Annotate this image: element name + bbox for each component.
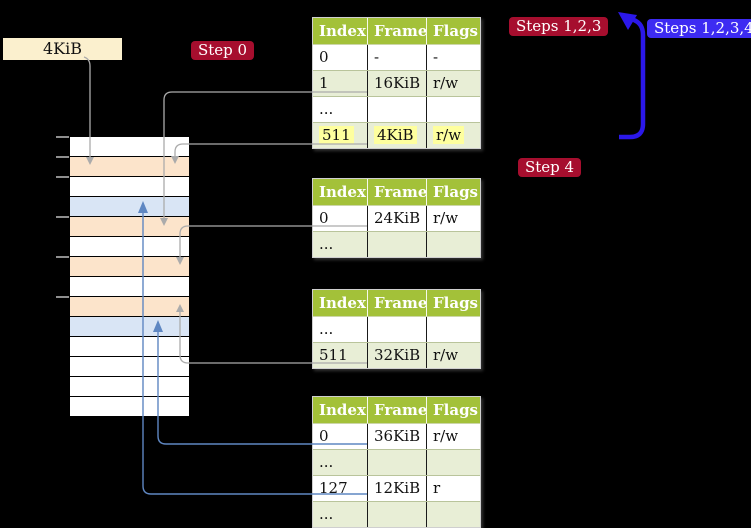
cell-flags bbox=[427, 317, 480, 342]
highlighted-value: r/w bbox=[433, 126, 465, 144]
col-header-flags: Flags bbox=[433, 22, 478, 40]
cell-flags bbox=[427, 232, 480, 257]
step-4-badge: Step 4 bbox=[518, 158, 582, 177]
cell-flags: r/w bbox=[433, 209, 459, 227]
cell-frame: 4KiB bbox=[368, 123, 427, 148]
cell-flags: r/w bbox=[433, 74, 459, 92]
cell-index: 0 bbox=[313, 45, 368, 70]
table-row: ... bbox=[313, 232, 480, 257]
cell-index: 0 bbox=[313, 206, 368, 231]
cell-index: ... bbox=[313, 97, 368, 122]
frame-size-label: 4KiB bbox=[3, 38, 122, 60]
cell-flags: r/w bbox=[427, 123, 480, 148]
memory-tick bbox=[56, 256, 69, 258]
cell-frame: 16KiB bbox=[368, 71, 427, 96]
memory-row-frame bbox=[70, 217, 189, 237]
memory-row-page bbox=[70, 317, 189, 337]
col-header-index: Index bbox=[313, 397, 368, 423]
table-row: ... bbox=[313, 97, 480, 123]
cell-index: 511 bbox=[313, 343, 368, 368]
cell-index: ... bbox=[313, 317, 368, 342]
cell-frame: 24KiB bbox=[368, 206, 427, 231]
cell-frame bbox=[368, 232, 427, 257]
cell-index: 127 bbox=[313, 476, 368, 501]
col-header-frame: Frame bbox=[368, 290, 427, 316]
col-header-index: Index bbox=[313, 290, 368, 316]
cell-frame: 36KiB bbox=[368, 424, 427, 449]
memory-row-page bbox=[70, 197, 189, 217]
col-header-frame: Frame bbox=[368, 179, 427, 205]
steps-1234-badge: Steps 1,2,3,4 bbox=[647, 19, 751, 38]
col-header-index: Index bbox=[313, 18, 368, 44]
table-row: ... bbox=[313, 502, 480, 527]
highlighted-value: 4KiB bbox=[374, 126, 417, 144]
memory-row-empty bbox=[70, 137, 189, 157]
memory-row-empty bbox=[70, 377, 189, 397]
cell-frame bbox=[368, 502, 427, 527]
col-header-index: Index bbox=[313, 179, 368, 205]
cell-frame: - bbox=[368, 45, 427, 70]
memory-row-empty bbox=[70, 277, 189, 297]
col-header-flags: Flags bbox=[433, 294, 478, 312]
cell-frame bbox=[368, 97, 427, 122]
col-header-frame: Frame bbox=[368, 397, 427, 423]
memory-row-empty bbox=[70, 357, 189, 377]
cell-frame bbox=[368, 317, 427, 342]
steps-123-badge: Steps 1,2,3 bbox=[509, 17, 609, 36]
col-header-frame: Frame bbox=[368, 18, 427, 44]
cell-frame: 12KiB bbox=[368, 476, 427, 501]
cell-index: ... bbox=[313, 450, 368, 475]
cell-flags: r/w bbox=[433, 346, 459, 364]
cell-frame: 32KiB bbox=[368, 343, 427, 368]
cell-index: 1 bbox=[313, 71, 368, 96]
highlighted-value: 511 bbox=[319, 126, 354, 144]
cell-flags: r bbox=[433, 479, 441, 497]
memory-row-empty bbox=[70, 397, 189, 416]
memory-row-empty bbox=[70, 337, 189, 357]
memory-row-frame bbox=[70, 257, 189, 277]
table-row: 511 4KiB r/w bbox=[313, 123, 480, 148]
memory-row-frame bbox=[70, 297, 189, 317]
cell-flags: r/w bbox=[433, 427, 459, 445]
memory-tick bbox=[56, 156, 69, 158]
cell-index: 0 bbox=[313, 424, 368, 449]
memory-row-empty bbox=[70, 237, 189, 257]
col-header-flags: Flags bbox=[433, 183, 478, 201]
table-row: ... bbox=[313, 450, 480, 476]
table-row: 0-- bbox=[313, 45, 480, 71]
cell-frame bbox=[368, 450, 427, 475]
step-0-badge: Step 0 bbox=[191, 41, 255, 60]
memory-row-empty bbox=[70, 177, 189, 197]
cell-index: ... bbox=[313, 502, 368, 527]
col-header-flags: Flags bbox=[433, 401, 478, 419]
cell-flags bbox=[427, 502, 480, 527]
table-row: ... bbox=[313, 317, 480, 343]
memory-tick bbox=[56, 176, 69, 178]
memory-tick bbox=[56, 136, 69, 138]
cell-flags bbox=[427, 450, 480, 475]
cell-index: ... bbox=[313, 232, 368, 257]
memory-tick bbox=[56, 216, 69, 218]
memory-row-frame bbox=[70, 157, 189, 177]
steps-cycle-arrow bbox=[619, 16, 646, 140]
physical-memory-column bbox=[69, 136, 190, 417]
memory-tick bbox=[56, 296, 69, 298]
cell-flags: - bbox=[433, 48, 439, 66]
cell-index: 511 bbox=[313, 123, 368, 148]
steps-cycle-arrow-arrowhead-icon bbox=[618, 12, 637, 30]
cell-flags bbox=[427, 97, 480, 122]
